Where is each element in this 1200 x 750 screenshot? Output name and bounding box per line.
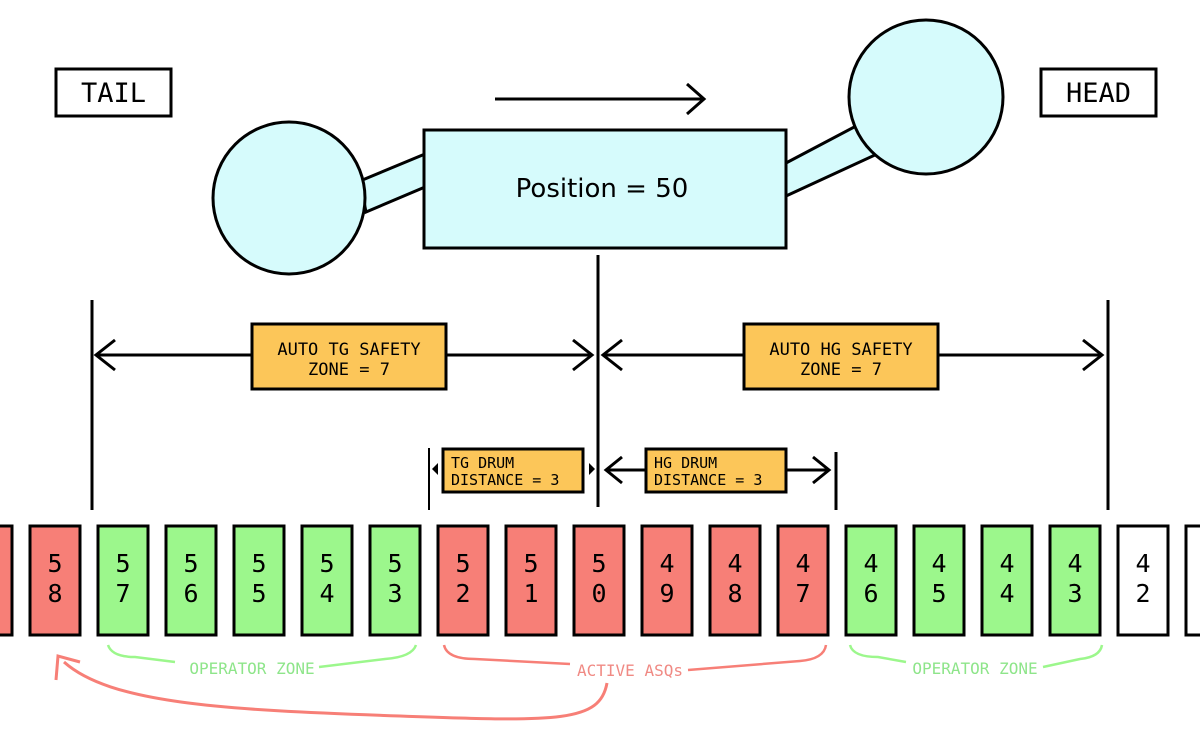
position-cell: 50 xyxy=(572,524,626,637)
cell-digit-ones: 4 xyxy=(319,579,334,608)
cell-digit-ones: 0 xyxy=(591,579,606,608)
cell-digit-tens: 5 xyxy=(455,549,470,578)
direction-arrow xyxy=(495,82,707,116)
svg-text:AUTO HG SAFETY: AUTO HG SAFETY xyxy=(769,340,912,360)
cell-digit-tens: 4 xyxy=(1067,549,1082,578)
svg-text:HEAD: HEAD xyxy=(1066,78,1131,109)
vehicle-body xyxy=(422,128,788,250)
svg-text:ZONE = 7: ZONE = 7 xyxy=(800,360,882,380)
position-cell: 42 xyxy=(1116,524,1170,637)
position-cell: 46 xyxy=(844,524,898,637)
position-readout: Position = 50 xyxy=(516,174,689,204)
cell-digit-tens: 5 xyxy=(47,549,62,578)
return-arrow xyxy=(54,654,609,721)
active-asqs-bracket: ACTIVE ASQs xyxy=(442,644,828,680)
cell-digit-tens: 4 xyxy=(863,549,878,578)
cell-digit-ones: 6 xyxy=(863,579,878,608)
cell-digit-ones: 1 xyxy=(523,579,538,608)
cell-digit-ones: 5 xyxy=(251,579,266,608)
tg-drum-distance: TG DRUM DISTANCE = 3 xyxy=(432,447,595,494)
svg-text:ACTIVE ASQs: ACTIVE ASQs xyxy=(577,661,683,680)
cell-digit-ones: 8 xyxy=(47,579,62,608)
cell-digit-tens: 4 xyxy=(931,549,946,578)
tail-connector xyxy=(358,151,427,215)
cell-digit-tens: 4 xyxy=(727,549,742,578)
cell-digit-tens: 5 xyxy=(387,549,402,578)
cell-digit-ones: 8 xyxy=(727,579,742,608)
cell-digit-ones: 2 xyxy=(1135,579,1150,608)
position-cell: 54 xyxy=(300,524,354,637)
svg-text:TG DRUM: TG DRUM xyxy=(451,454,514,472)
cell-digit-tens: 5 xyxy=(183,549,198,578)
cell-digit-ones: 9 xyxy=(659,579,674,608)
operator-zone-left-bracket: OPERATOR ZONE xyxy=(106,644,418,678)
hg-drum-distance: HG DRUM DISTANCE = 3 xyxy=(603,447,832,494)
position-cell: 53 xyxy=(368,524,422,637)
position-cell xyxy=(0,524,14,637)
cell-digit-tens: 4 xyxy=(1135,549,1150,578)
position-cell: 48 xyxy=(708,524,762,637)
position-cell: 49 xyxy=(640,524,694,637)
position-cell: 57 xyxy=(96,524,150,637)
cell-digit-tens: 4 xyxy=(795,549,810,578)
svg-text:AUTO TG SAFETY: AUTO TG SAFETY xyxy=(277,340,420,360)
reference-lines xyxy=(90,255,1110,510)
cell-digit-tens: 5 xyxy=(319,549,334,578)
svg-text:HG DRUM: HG DRUM xyxy=(654,454,717,472)
position-cell: 47 xyxy=(776,524,830,637)
cell-digit-tens: 5 xyxy=(591,549,606,578)
cell-digit-ones: 4 xyxy=(999,579,1014,608)
svg-text:ZONE = 7: ZONE = 7 xyxy=(308,360,390,380)
vehicle: Position = 50 xyxy=(211,18,1005,276)
cell-digit-tens: 4 xyxy=(999,549,1014,578)
cell-digit-ones: 3 xyxy=(387,579,402,608)
cell-digit-tens: 5 xyxy=(251,549,266,578)
position-cell: 51 xyxy=(504,524,558,637)
position-cell: 52 xyxy=(436,524,490,637)
tail-label: TAIL xyxy=(54,67,173,118)
cell-digit-tens: 4 xyxy=(659,549,674,578)
svg-text:TAIL: TAIL xyxy=(81,78,146,109)
cell-digit-tens: 5 xyxy=(523,549,538,578)
position-cell: 45 xyxy=(912,524,966,637)
cell-digit-ones: 7 xyxy=(795,579,810,608)
cell-digit-ones: 6 xyxy=(183,579,198,608)
auto-hg-zone: AUTO HG SAFETY ZONE = 7 xyxy=(600,322,1105,391)
position-cell: 56 xyxy=(164,524,218,637)
auto-tg-zone: AUTO TG SAFETY ZONE = 7 xyxy=(93,322,595,391)
head-label: HEAD xyxy=(1039,67,1158,118)
cell-digit-ones: 2 xyxy=(455,579,470,608)
head-wheel xyxy=(847,18,1005,176)
cell-digit-ones: 3 xyxy=(1067,579,1082,608)
position-cell: 58 xyxy=(28,524,82,637)
svg-text:OPERATOR ZONE: OPERATOR ZONE xyxy=(912,659,1037,678)
position-cell xyxy=(1184,524,1200,637)
cell-digit-tens: 5 xyxy=(115,549,130,578)
position-cell: 43 xyxy=(1048,524,1102,637)
cell-digit-ones: 7 xyxy=(115,579,130,608)
cell-digit-ones: 5 xyxy=(931,579,946,608)
svg-text:DISTANCE = 3: DISTANCE = 3 xyxy=(654,471,762,489)
operator-zone-right-bracket: OPERATOR ZONE xyxy=(848,644,1104,678)
position-cell: 55 xyxy=(232,524,286,637)
svg-text:DISTANCE = 3: DISTANCE = 3 xyxy=(451,471,559,489)
svg-text:OPERATOR ZONE: OPERATOR ZONE xyxy=(189,659,314,678)
position-cell: 44 xyxy=(980,524,1034,637)
tail-wheel xyxy=(211,120,367,276)
